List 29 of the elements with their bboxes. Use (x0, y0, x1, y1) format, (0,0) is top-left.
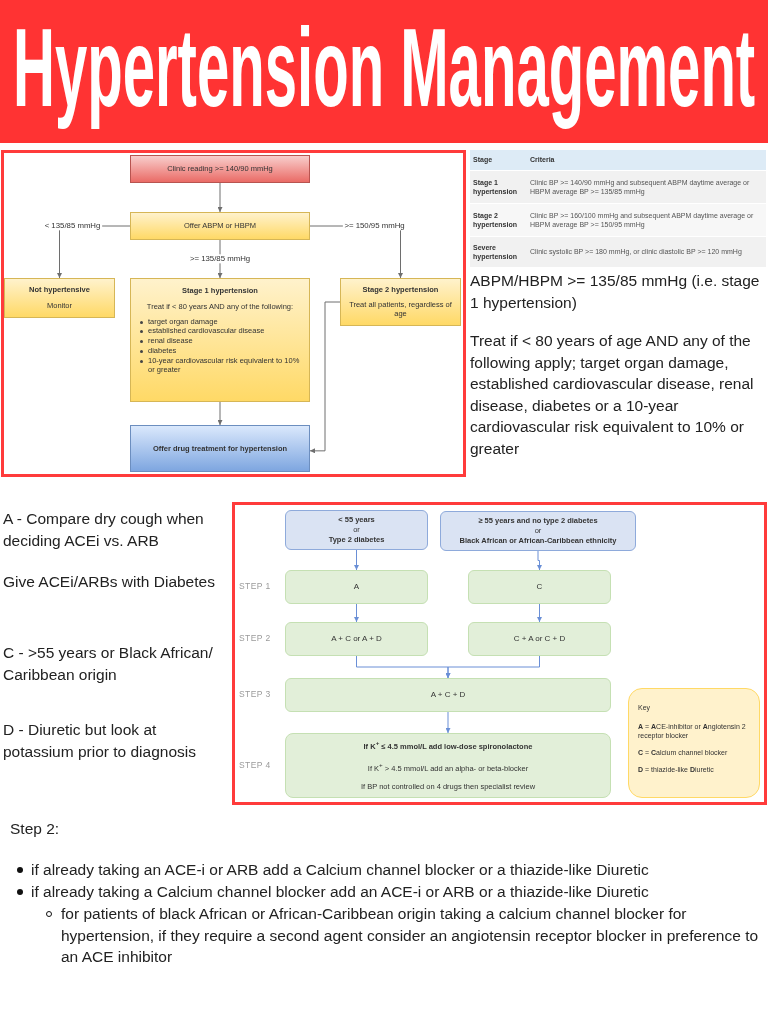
paragraph: ABPM/HBPM >= 135/85 mmHg (i.e. stage 1 hypertension) (470, 271, 761, 313)
list-item: for patients of black African or African-Caribbean origin taking a calcium channel blocker for hypertension, if they require a second agent consider an angiotensin receptor blocker in preference to an ACE inhibitor (61, 904, 760, 967)
node-text: A + C or A + D (331, 633, 382, 645)
node-text: C (536, 581, 543, 593)
node-text: A + C + D (430, 689, 466, 701)
node-text: A (353, 581, 360, 593)
arrow (537, 603, 542, 623)
step-label: STEP 3 (239, 689, 271, 700)
arrow (445, 711, 451, 734)
arrow (217, 182, 223, 213)
arrow (217, 401, 223, 426)
step-label: STEP 2 (239, 633, 271, 644)
list-item: if already taking a Calcium channel blocker add an ACE-i or ARB or a thiazide-like Diuretic (31, 882, 650, 902)
step-label: STEP 4 (239, 760, 271, 771)
paragraph: A - Compare dry cough when deciding ACEi vs. ARB (3, 509, 205, 551)
paragraph: Treat if < 80 years of age AND any of the following apply; target organ damage, established cardiovascular disease, renal disease, diabetes or a 10-year cardiovascular risk equivalent to 10% or greater (470, 331, 755, 459)
paragraph: Step 2: (10, 819, 61, 839)
arrow (354, 603, 359, 623)
arrow (537, 550, 542, 571)
node-text: C + A or C + D (513, 633, 566, 645)
paragraph: Give ACEi/ARBs with Diabetes (3, 572, 216, 592)
arrow (445, 655, 540, 679)
list-item: if already taking an ACE-i or ARB add a Calcium channel blocker or a thiazide-like Diuretic (31, 860, 650, 880)
paragraph: C - >55 years or Black African/ Caribbean origin (3, 643, 214, 685)
paragraph: D - Diuretic but look at potassium prior to diagnosis (3, 720, 197, 762)
step-label: STEP 1 (239, 581, 271, 592)
arrow (354, 549, 359, 571)
page-title: Hypertension Management (13, 4, 756, 132)
arrow (309, 301, 341, 454)
